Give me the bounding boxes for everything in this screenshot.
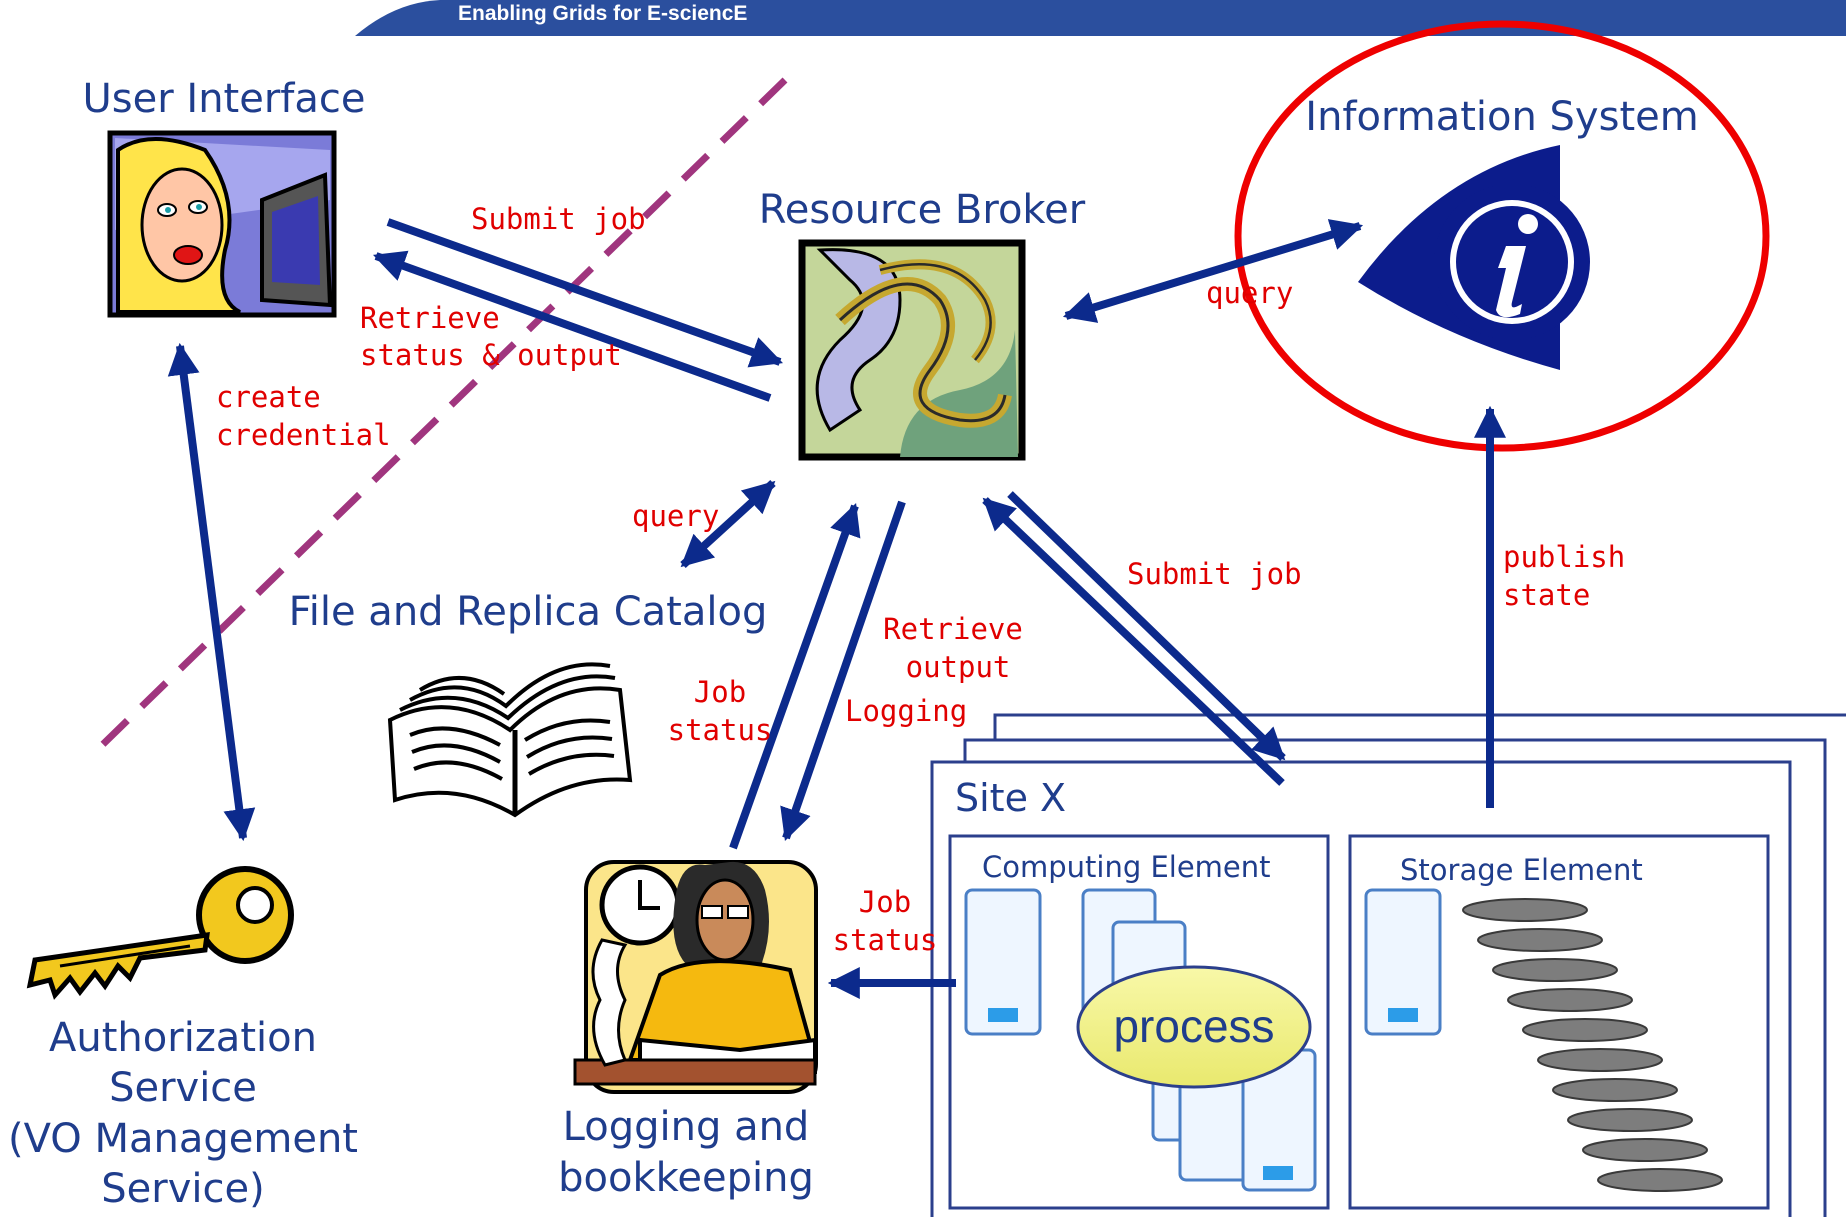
authorization-label-line-2: Service — [109, 1065, 257, 1111]
create-credential-line-1: create — [216, 380, 321, 414]
arrow-retrieve-status — [372, 250, 772, 402]
job-status-rb-line-2: status — [668, 713, 773, 747]
arrow-logging — [780, 500, 906, 842]
se-server-detail — [1388, 1008, 1418, 1022]
file-catalog-book-icon — [387, 662, 633, 818]
user-interface-icon — [107, 130, 337, 318]
publish-state-line-1: publish — [1503, 540, 1625, 574]
storage-disks-icon — [1462, 898, 1723, 1192]
logging-bookkeeping-icon — [573, 860, 818, 1094]
arrow-query-catalog — [680, 480, 776, 568]
arrow-retrieve-output — [982, 497, 1285, 786]
information-system-label: Information System — [1305, 94, 1698, 140]
computing-element-label: Computing Element — [982, 850, 1271, 884]
create-credential-line-2: credential — [216, 418, 391, 452]
submit-job-site-label: Submit job — [1127, 557, 1302, 591]
resource-broker-icon — [798, 239, 1026, 461]
arrow-job-status-rb — [729, 502, 861, 850]
se-server-icon — [1364, 888, 1442, 1036]
process-bubble — [1076, 965, 1312, 1089]
file-replica-catalog-label: File and Replica Catalog — [289, 589, 768, 635]
authorization-label-line-1: Authorization — [49, 1015, 317, 1061]
job-status-ce-line-2: status — [833, 923, 938, 957]
flow-arrows — [167, 218, 1506, 999]
authorization-label-line-4: Service) — [101, 1166, 264, 1212]
header-title: Enabling Grids for E-sciencE — [458, 2, 748, 25]
logging-edge-label: Logging — [845, 694, 967, 728]
information-eye-icon — [1358, 145, 1590, 370]
arrow-submit-job-ui — [386, 218, 784, 368]
site-x-label: Site X — [955, 776, 1066, 820]
resource-broker-label: Resource Broker — [759, 187, 1086, 233]
retrieve-output-line-1: Retrieve — [883, 612, 1023, 646]
retrieve-label-line-2: status & output — [360, 338, 622, 372]
authorization-key-icon — [26, 866, 294, 1000]
query-catalog-label: query — [632, 499, 719, 533]
logging-label-line-2: bookkeeping — [558, 1155, 814, 1201]
submit-job-ui-label: Submit job — [471, 202, 646, 236]
ce-server-details — [988, 1008, 1293, 1180]
publish-state-line-2: state — [1503, 578, 1590, 612]
arrow-query-is — [1062, 219, 1364, 323]
job-status-ce-line-1: Job — [859, 885, 911, 919]
logging-label-line-1: Logging and — [563, 1104, 810, 1150]
user-interface-label: User Interface — [83, 76, 366, 122]
retrieve-label-line-1: Retrieve — [360, 301, 500, 335]
arrow-create-credential — [167, 342, 256, 842]
process-label: process — [1113, 1000, 1274, 1052]
query-is-label: query — [1206, 276, 1293, 310]
retrieve-output-line-2: output — [906, 650, 1011, 684]
arrow-submit-job-site — [1007, 491, 1286, 761]
storage-element-label: Storage Element — [1400, 853, 1643, 887]
job-status-rb-line-1: Job — [694, 675, 746, 709]
authorization-label-line-3: (VO Management — [8, 1116, 358, 1162]
